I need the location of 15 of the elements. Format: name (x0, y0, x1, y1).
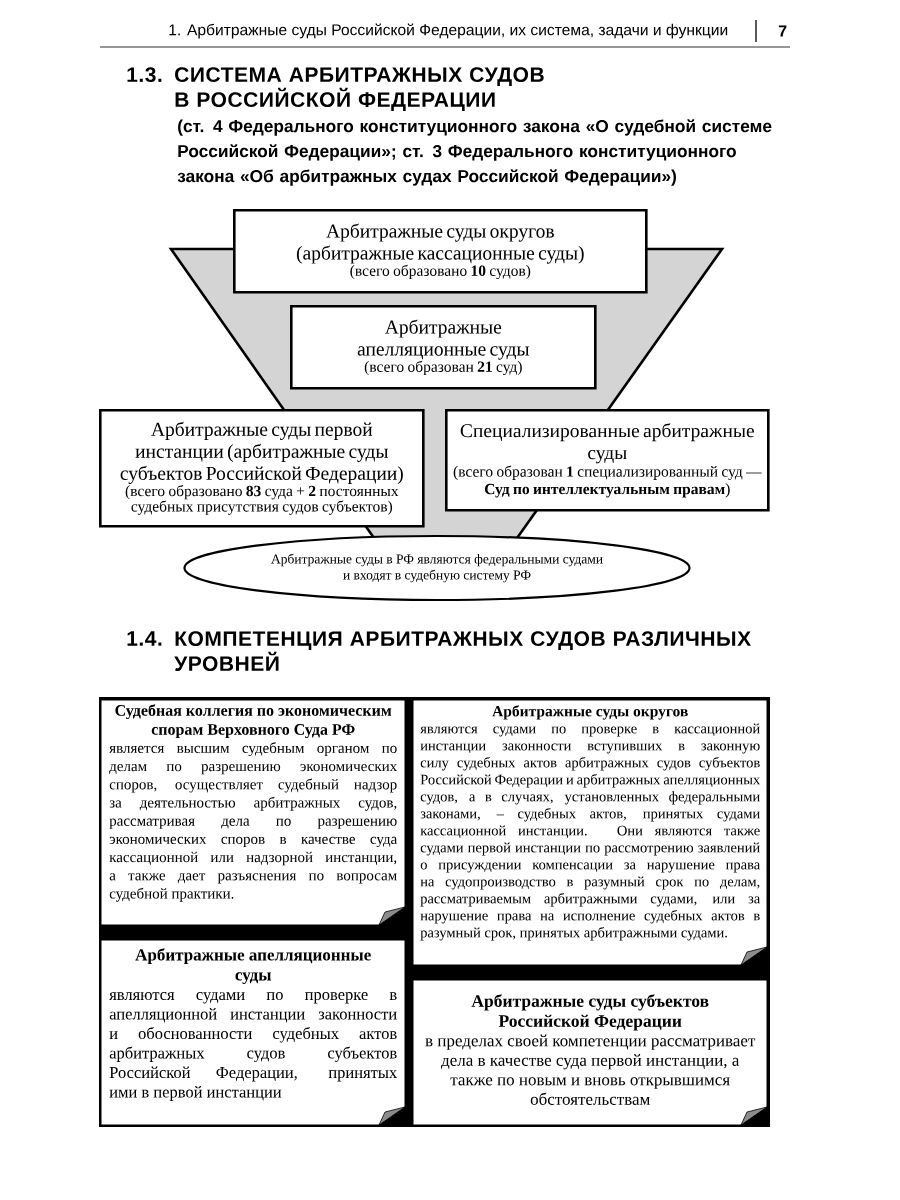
page-number: 7 (778, 25, 787, 37)
note-card: Арбитражные суды округов являются судами по проверке в кассационной инстанции законности вступивших в законную силу судебных актов арбитражных судов субъектов Российской Федерации и арбитражных апелляционных судов, а в случаях, установленных федеральными законами, – судебных актов, принятых судами кассационной инстанции. Они являются также судами первой инстанции по рассмотрению заявлений о присуждении компенсации за нарушение права на судопроизводство в разумный срок по делам, рассматриваемым арбитражными судами, или за нарушение права на исполнение судебных актов в разумный срок, принятых арбитражными судами. (412, 699, 768, 966)
court-box: Арбитражные суды округов (арбитражные кассационные суды) (всего образовано 10 судов) (233, 209, 648, 294)
running-header: 1. Арбитражные суды Российской Федерации, их система, задачи и функции (169, 23, 728, 39)
section-number: 1.4. (127, 631, 162, 646)
section-number: 1.3. (127, 67, 162, 83)
section-title: СИСТЕМА АРБИТРАЖНЫХ СУДОВ В РОССИЙСКОЙ ФЕДЕРАЦИИ (175, 67, 544, 112)
court-box: Арбитражные суды первой инстанции (арбитражные суды субъектов Российской Федерации) (всего образовано 83 суда + 2 постоянных судебных присутствия судов субъектов) (99, 409, 425, 528)
section-title: КОМПЕТЕНЦИЯ АРБИТРАЖНЫХ СУДОВ РАЗЛИЧНЫХ УРОВНЕЙ (174, 631, 751, 672)
note-card: Арбитражные апелляционные суды являются судами по проверке в апелляционной инстанции законности и обоснованности судебных актов арбитражных судов субъектов Российской Федерации, принятых ими в первой инстанции (100, 939, 406, 1126)
court-box: Арбитражные апелляционные суды (всего образован 21 суд) (290, 305, 597, 390)
law-reference: (ст. 4 Федерального конституционного закона «О судебной системе Российской Федерации»; ст. 3 Федерального конституционного закона «Об арбитражных судах Российской Федерации») (177, 119, 772, 186)
note-card: Арбитражные суды субъектов Российской Федерации в пределах своей компетенции рассматривает дела в качестве суда первой инстанции, а также по новым и вновь открывшимся обстоятельствам (412, 979, 768, 1126)
court-box: Специализированные арбитражные суды (всего образован 1 специализированный суд — Суд по интеллектуальным правам) (445, 409, 770, 512)
note-card: Судебная коллегия по экономическим спорам Верховного Суда РФ является высшим судебным органом по делам по разрешению экономических споров, осуществляет судебный надзор за деятельностью арбитражных судов, рассматривая дела по разрешению экономических споров в качестве суда кассационной или надзорной инстанции, а также дает разъяснения по вопросам судебной практики. (100, 699, 406, 926)
